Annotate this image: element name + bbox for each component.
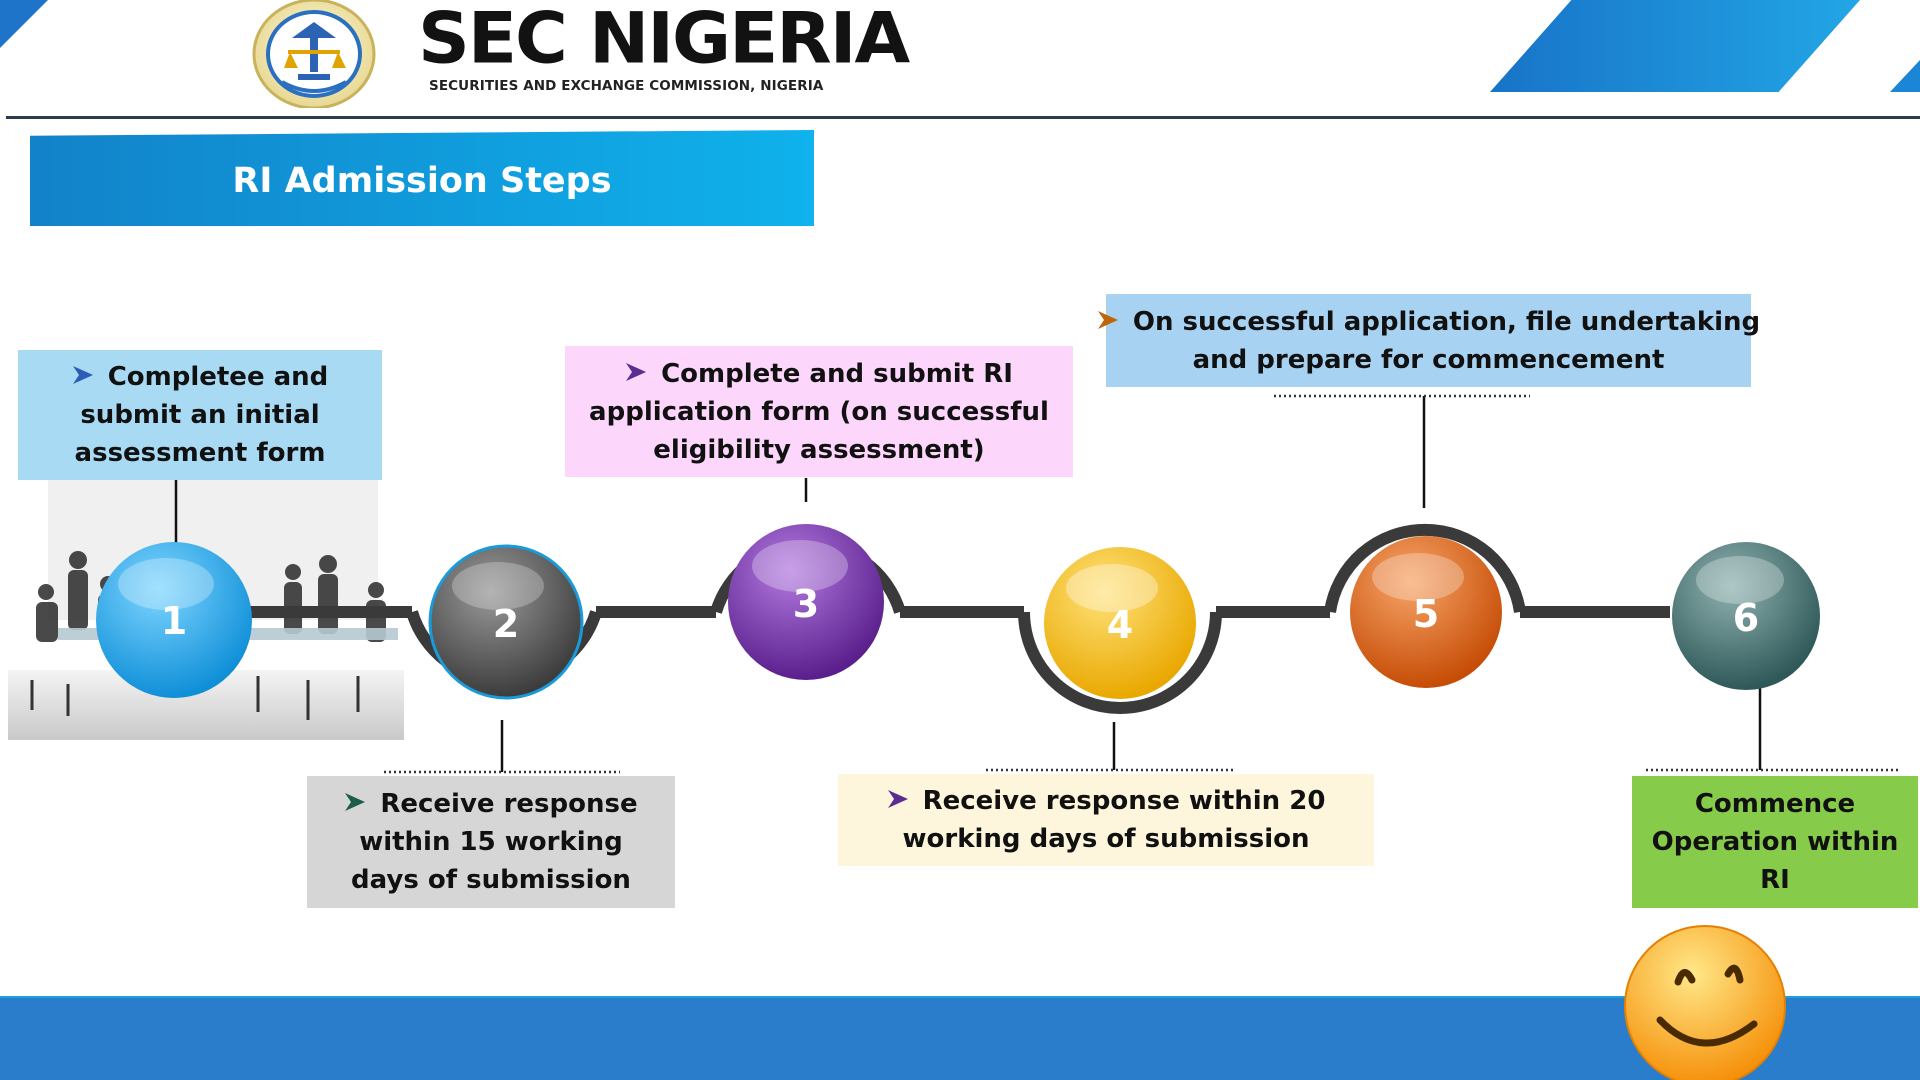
step-box-1: Completee and submit an initial assessme… bbox=[18, 350, 382, 480]
step-3-line-1: Complete and submit RI bbox=[661, 358, 1013, 389]
corner-accent bbox=[0, 0, 48, 48]
arrow-bullet-icon bbox=[72, 366, 93, 384]
step-circle-4: 4 bbox=[1044, 547, 1196, 699]
title-banner: RI Admission Steps bbox=[30, 130, 814, 226]
step-1-line-1: Completee and bbox=[107, 362, 329, 392]
step-circle-2: 2 bbox=[428, 544, 584, 700]
step-number-2: 2 bbox=[493, 602, 519, 646]
step-box-5: On successful application, file undertak… bbox=[1097, 294, 1760, 387]
step-box-4: Receive response within 20 working days … bbox=[838, 774, 1374, 866]
step-3-line-2: application form (on successful bbox=[589, 396, 1049, 427]
step-6-line-1: Commence bbox=[1694, 789, 1856, 819]
header-divider bbox=[6, 116, 1920, 119]
brand-name: SEC NIGERIA bbox=[418, 0, 910, 80]
step-1-line-3: assessment form bbox=[74, 438, 326, 468]
step-circle-6: 6 bbox=[1672, 542, 1820, 690]
sec-seal-icon bbox=[252, 0, 376, 108]
footer-bar bbox=[0, 998, 1920, 1080]
step-2-line-1: Receive response bbox=[380, 789, 638, 819]
step-box-6: Commence Operation within RI bbox=[1632, 776, 1918, 908]
arrow-bullet-icon bbox=[345, 793, 366, 811]
step-number-6: 6 bbox=[1733, 596, 1759, 640]
step-circle-1: 1 bbox=[96, 542, 252, 698]
step-6-line-3: RI bbox=[1760, 865, 1790, 895]
step-2-line-3: days of submission bbox=[351, 865, 631, 895]
step-circle-5: 5 bbox=[1350, 536, 1502, 688]
step-number-5: 5 bbox=[1413, 592, 1439, 636]
step-6-line-2: Operation within bbox=[1651, 827, 1899, 857]
step-3-line-3: eligibility assessment) bbox=[653, 434, 985, 465]
step-circle-3: 3 bbox=[728, 524, 884, 680]
brand-subtitle: SECURITIES AND EXCHANGE COMMISSION, NIGE… bbox=[429, 78, 824, 94]
step-box-3: Complete and submit RI application form … bbox=[565, 346, 1073, 477]
step-number-1: 1 bbox=[161, 599, 187, 643]
step-5-line-2: and prepare for commencement bbox=[1192, 344, 1665, 375]
step-1-line-2: submit an initial bbox=[80, 400, 320, 430]
step-2-line-2: within 15 working bbox=[359, 827, 623, 857]
page-title: RI Admission Steps bbox=[232, 161, 612, 201]
arrow-bullet-icon bbox=[1097, 310, 1118, 329]
step-4-line-2: working days of submission bbox=[902, 824, 1310, 854]
step-number-3: 3 bbox=[793, 582, 819, 626]
step-box-2: Receive response within 15 working days … bbox=[307, 776, 675, 908]
step-number-4: 4 bbox=[1107, 603, 1133, 647]
smiley-icon bbox=[1624, 925, 1786, 1080]
step-4-line-1: Receive response within 20 bbox=[922, 786, 1326, 816]
step-5-line-1: On successful application, file undertak… bbox=[1132, 306, 1761, 337]
arrow-bullet-icon bbox=[887, 790, 908, 808]
arrow-bullet-icon bbox=[626, 362, 647, 381]
